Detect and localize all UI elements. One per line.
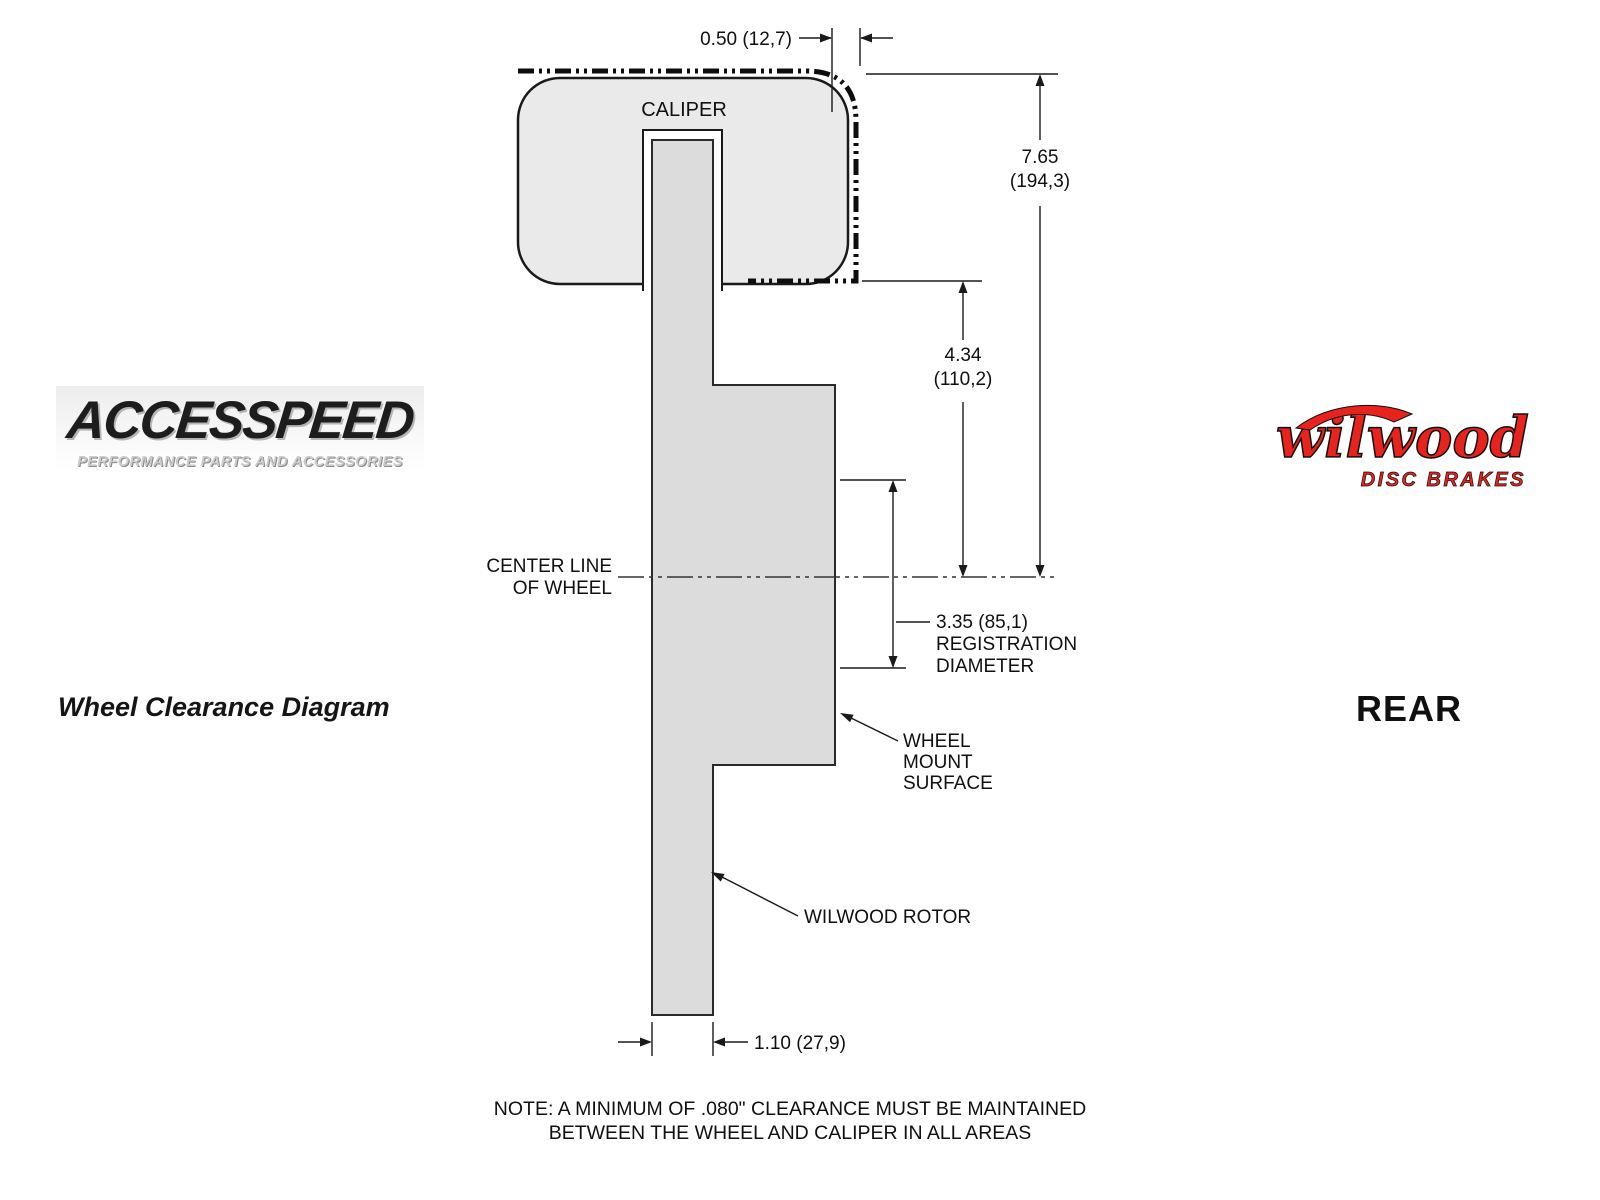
dim-registration-text: 3.35 (85,1) <box>936 612 1028 633</box>
center-line-label: OF WHEEL <box>513 578 612 599</box>
label-wheel-mount-surface: WHEEL MOUNT SURFACE <box>840 713 993 794</box>
arrowhead <box>711 872 725 882</box>
arrowhead <box>860 33 872 43</box>
arrowhead <box>840 713 854 723</box>
rotor-label: WILWOOD ROTOR <box>804 907 971 928</box>
wheel-mount-label: MOUNT <box>903 752 973 773</box>
label-wilwood-rotor: WILWOOD ROTOR <box>711 872 971 928</box>
dimension-registration-diameter: 3.35 (85,1) REGISTRATION DIAMETER <box>840 479 1077 677</box>
accesspeed-logo: ACCESSPEED PERFORMANCE PARTS AND ACCESSO… <box>56 386 424 480</box>
caliper-label: CALIPER <box>641 99 727 121</box>
arrowhead <box>888 480 898 492</box>
wilwood-swoosh-icon <box>1294 404 1414 431</box>
arrowhead <box>1035 565 1045 577</box>
rotor-shape <box>651 139 836 1016</box>
arrowhead <box>1035 74 1045 86</box>
arrowhead <box>820 33 832 43</box>
center-line-label: CENTER LINE <box>486 556 612 577</box>
arrowhead <box>888 656 898 668</box>
clearance-note: NOTE: A MINIMUM OF .080" CLEARANCE MUST … <box>400 1098 1180 1146</box>
dim-registration-text: DIAMETER <box>936 656 1034 677</box>
dimension-mount-to-centerline: 4.34 (110,2) <box>862 280 993 577</box>
dim-registration-text: REGISTRATION <box>936 634 1077 655</box>
arrowhead <box>713 1037 725 1047</box>
page-title: Wheel Clearance Diagram <box>58 692 390 722</box>
wilwood-tagline: DISC BRAKES <box>1360 469 1526 492</box>
note-line-2: BETWEEN THE WHEEL AND CALIPER IN ALL ARE… <box>548 1121 1032 1144</box>
dimension-caliper-overhang: 0.50 (12,7) <box>700 28 893 112</box>
note-line-1: NOTE: A MINIMUM OF .080" CLEARANCE MUST … <box>493 1098 1087 1120</box>
dim-caliper-height-text: (194,3) <box>1010 171 1070 192</box>
wilwood-logo: wilwood DISC BRAKES <box>1275 404 1530 492</box>
arrowhead <box>640 1037 652 1047</box>
accesspeed-tagline: PERFORMANCE PARTS AND ACCESSORIES <box>77 454 403 470</box>
dim-rotor-thickness-text: 1.10 (27,9) <box>754 1033 846 1054</box>
wheel-mount-label: WHEEL <box>903 731 971 752</box>
dimension-caliper-height: 7.65 (194,3) <box>866 73 1070 577</box>
dim-mount-to-centerline-text: 4.34 <box>945 345 982 366</box>
arrowhead <box>958 281 968 293</box>
dim-mount-to-centerline-text: (110,2) <box>934 369 993 390</box>
arrowhead <box>958 565 968 577</box>
dimension-rotor-thickness: 1.10 (27,9) <box>618 1022 846 1056</box>
dim-caliper-overhang-text: 0.50 (12,7) <box>700 29 792 50</box>
dim-caliper-height-text: 7.65 <box>1022 147 1059 168</box>
accesspeed-wordmark: ACCESSPEED <box>64 391 416 450</box>
wheel-mount-label: SURFACE <box>903 773 993 794</box>
position-label: REAR <box>1356 688 1463 729</box>
